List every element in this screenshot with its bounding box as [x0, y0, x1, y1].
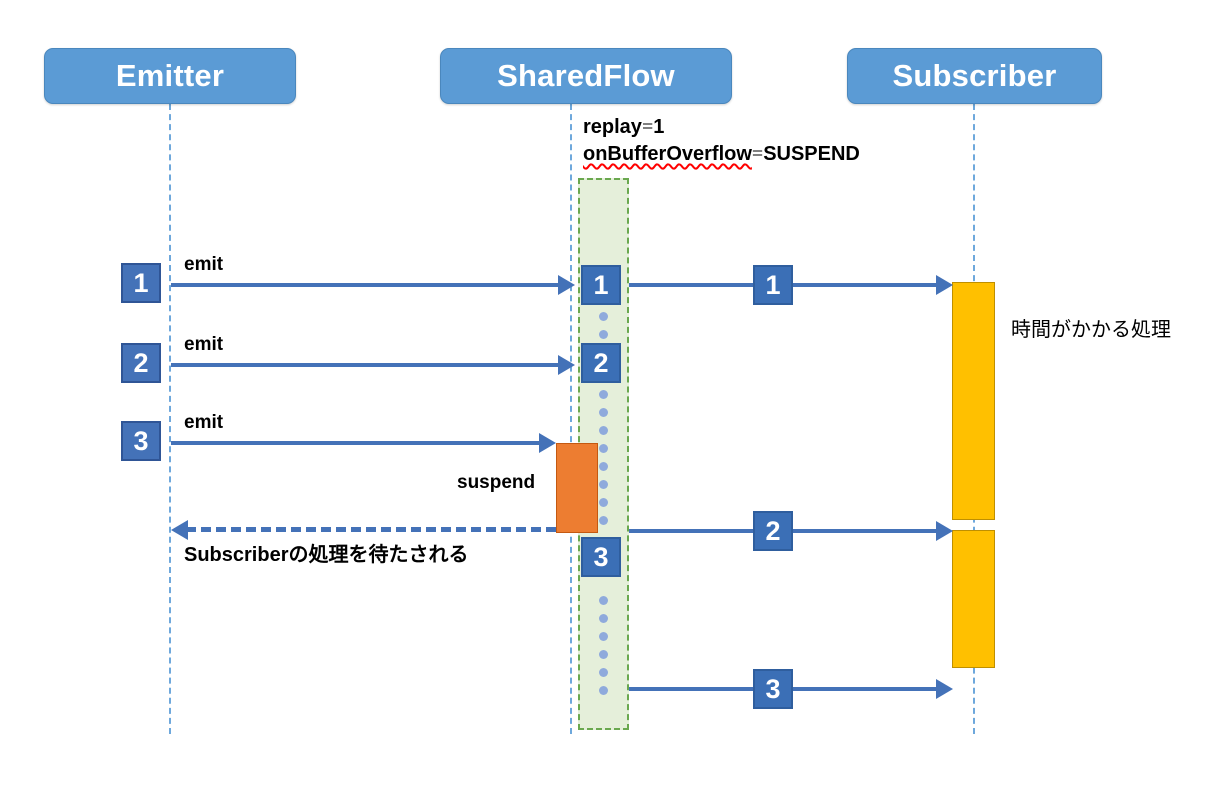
subscriber-activation-2 — [952, 530, 995, 668]
buffer-dot — [599, 312, 608, 321]
note-overflow-key: onBufferOverflow — [583, 143, 752, 165]
deliver-arrow-2-head — [936, 521, 953, 541]
deliver-arrow-3-head — [936, 679, 953, 699]
note-replay: replay=1 — [583, 116, 664, 139]
buffer-item-1-label: 1 — [593, 269, 609, 300]
buffer-dot — [599, 516, 608, 525]
emit-label-2-text: emit — [184, 334, 224, 355]
note-overflow-value: SUSPEND — [763, 143, 860, 165]
suspend-label: suspend — [457, 472, 535, 494]
emit-label-1-text: emit — [184, 254, 224, 275]
lifeline-sharedflow — [570, 104, 572, 734]
deliver-box-3-label: 3 — [765, 673, 781, 704]
buffer-item-3-label: 3 — [593, 541, 609, 572]
participant-sharedflow[interactable]: SharedFlow — [440, 48, 732, 104]
buffer-dot — [599, 686, 608, 695]
buffer-dot — [599, 498, 608, 507]
emit-source-box-2-label: 2 — [133, 347, 149, 378]
buffer-dot — [599, 426, 608, 435]
suspend-return-label: Subscriberの処理を待たされる — [184, 538, 468, 567]
buffer-dot — [599, 408, 608, 417]
note-overflow-equals: = — [751, 143, 764, 165]
emit-arrow-2 — [171, 363, 560, 367]
emit-arrow-3 — [171, 441, 541, 445]
buffer-item-2: 2 — [581, 343, 621, 383]
subscriber-activation-1 — [952, 282, 995, 520]
buffer-dot — [599, 480, 608, 489]
emit-label-3: emit — [184, 412, 223, 434]
emit-source-box-3-label: 3 — [133, 425, 149, 456]
note-replay-value: 1 — [653, 116, 665, 138]
buffer-item-2-label: 2 — [593, 347, 609, 378]
emit-source-box-1: 1 — [121, 263, 161, 303]
deliver-arrow-1-head — [936, 275, 953, 295]
suspend-label-text: suspend — [457, 472, 536, 493]
emit-source-box-3: 3 — [121, 421, 161, 461]
note-replay-key: replay — [583, 116, 642, 138]
emit-source-box-1-label: 1 — [133, 267, 149, 298]
buffer-dot — [599, 596, 608, 605]
processing-note-text: 時間がかかる処理 — [1011, 319, 1171, 341]
buffer-dot — [599, 330, 608, 339]
note-onbufferoverflow: onBufferOverflow=SUSPEND — [583, 143, 860, 166]
buffer-dot — [599, 650, 608, 659]
suspend-return-arrow-head — [171, 520, 188, 540]
participant-subscriber[interactable]: Subscriber — [847, 48, 1102, 104]
buffer-dot — [599, 668, 608, 677]
emit-arrow-2-head — [558, 355, 575, 375]
lifeline-emitter — [169, 104, 171, 734]
emit-arrow-1-head — [558, 275, 575, 295]
buffer-dot — [599, 614, 608, 623]
buffer-dot — [599, 462, 608, 471]
deliver-box-1: 1 — [753, 265, 793, 305]
processing-note: 時間がかかる処理 — [1011, 313, 1171, 342]
participant-sharedflow-label: SharedFlow — [497, 58, 675, 93]
deliver-box-3: 3 — [753, 669, 793, 709]
emit-source-box-2: 2 — [121, 343, 161, 383]
note-replay-equals: = — [641, 116, 654, 138]
deliver-box-2: 2 — [753, 511, 793, 551]
participant-emitter[interactable]: Emitter — [44, 48, 296, 104]
participant-emitter-label: Emitter — [115, 58, 225, 93]
emit-label-2: emit — [184, 334, 223, 356]
emit-label-1: emit — [184, 254, 223, 276]
buffer-item-1: 1 — [581, 265, 621, 305]
buffer-dot — [599, 632, 608, 641]
buffer-item-3: 3 — [581, 537, 621, 577]
buffer-dot — [599, 390, 608, 399]
suspend-return-arrow — [186, 527, 556, 532]
deliver-box-2-label: 2 — [765, 515, 781, 546]
emit-label-3-text: emit — [184, 412, 224, 433]
participant-subscriber-label: Subscriber — [892, 58, 1057, 93]
emit-arrow-1 — [171, 283, 560, 287]
deliver-box-1-label: 1 — [765, 269, 781, 300]
emit-arrow-3-head — [539, 433, 556, 453]
suspend-activation-bar — [556, 443, 598, 533]
suspend-return-label-text: Subscriberの処理を待たされる — [184, 544, 469, 566]
buffer-dot — [599, 444, 608, 453]
